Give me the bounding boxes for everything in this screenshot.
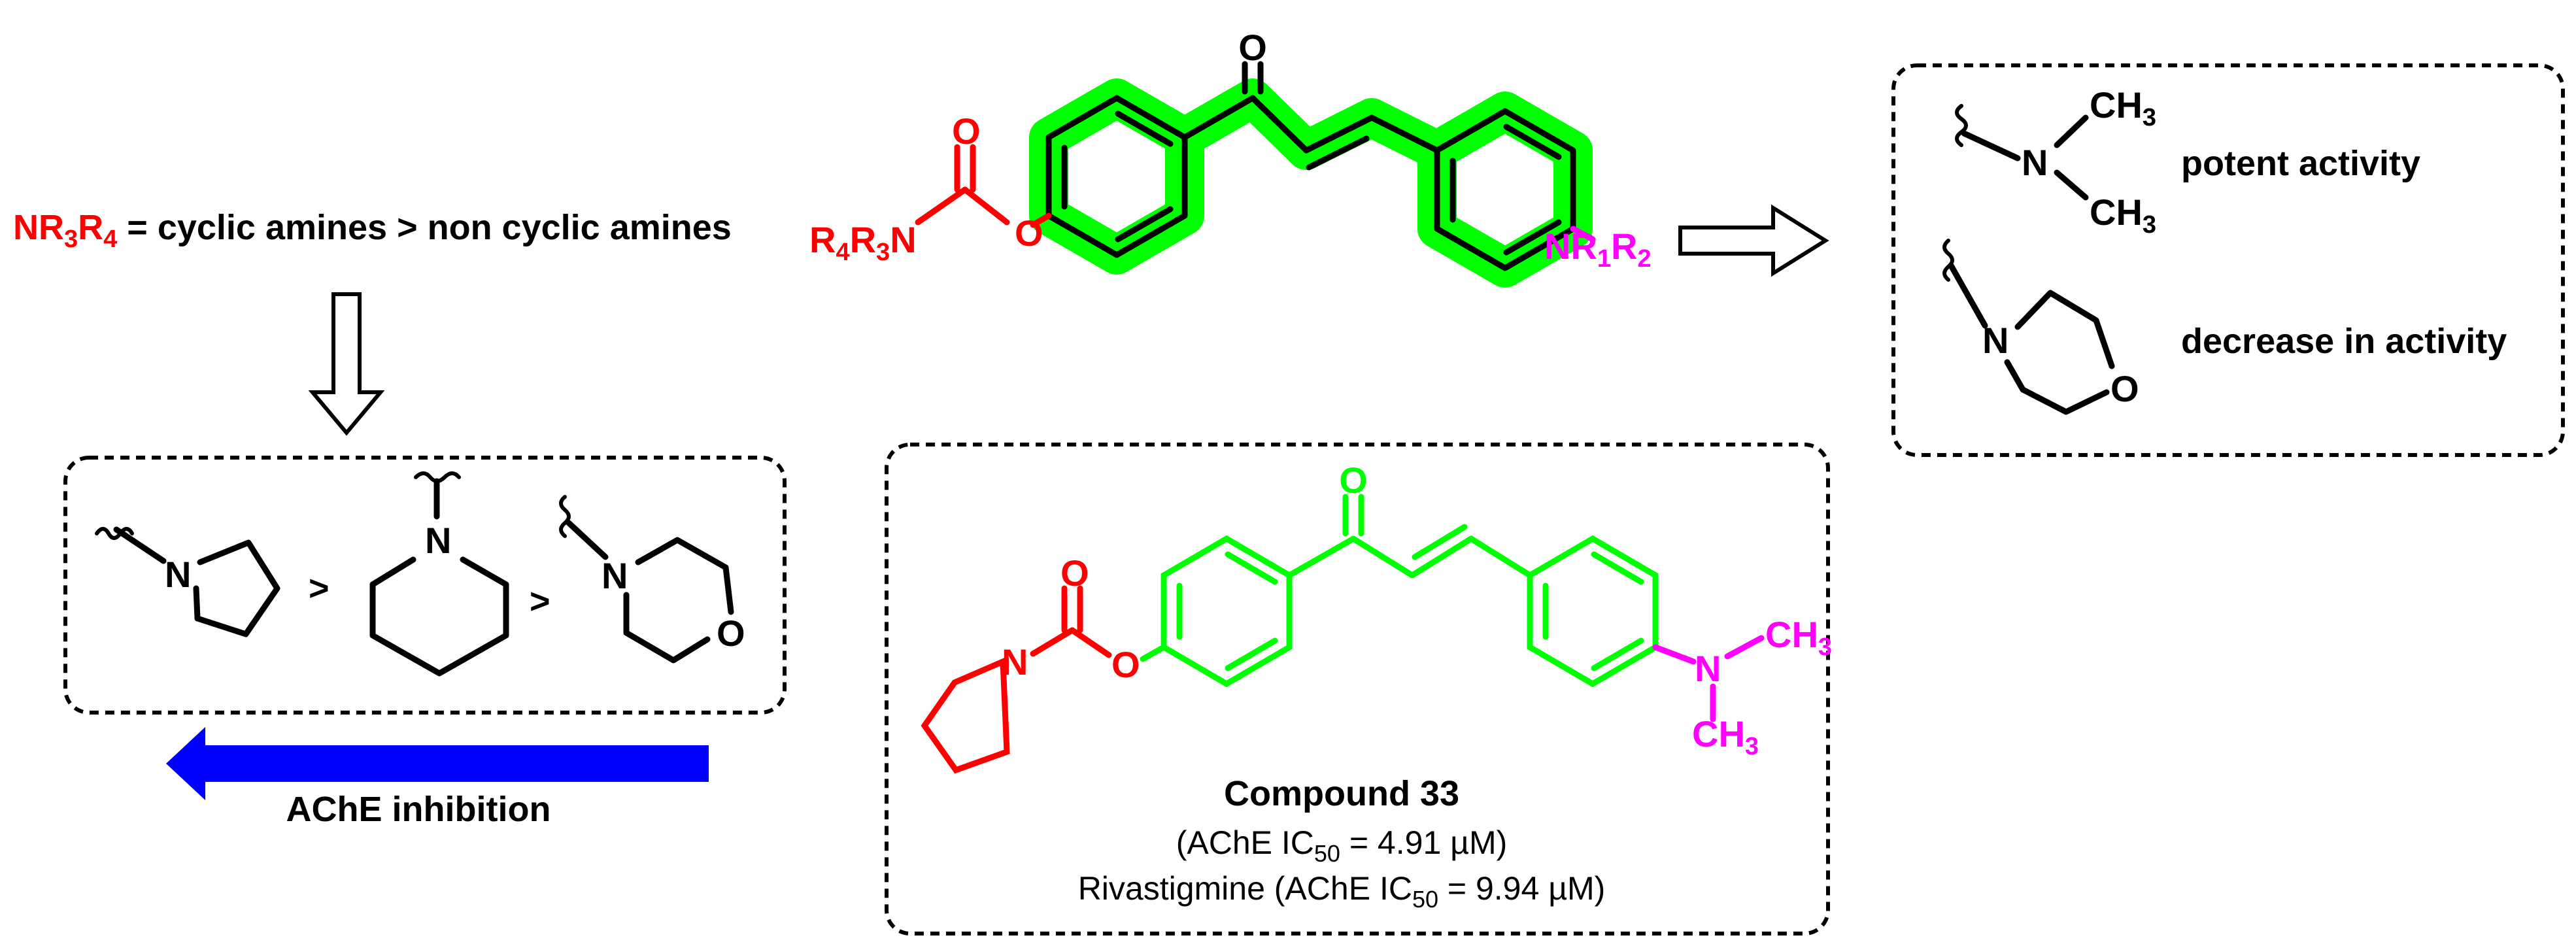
compound-ring-b — [1527, 535, 1659, 688]
activity-box: N CH3 CH3 potent activity N O decrease i… — [1891, 63, 2565, 457]
order-separator-2: > — [530, 582, 551, 621]
compound-ic50: (AChE IC50 = 4.91 µM) — [1176, 824, 1508, 867]
order-amine3-o: O — [717, 613, 745, 654]
core-left-amine-label: R4R3N — [809, 219, 917, 266]
core-carbonyl-oxygen: O — [1238, 27, 1267, 68]
compound-ch3-top: CH3 — [1765, 614, 1832, 661]
order-separator-1: > — [309, 569, 330, 608]
activity-morpholine-o: O — [2110, 368, 2139, 409]
decrease-activity-label: decrease in activity — [2181, 322, 2507, 361]
compound-amine-n: N — [1695, 648, 1721, 689]
core-right-amine-label: NR1R2 — [1544, 226, 1652, 273]
amine-rule-text: NR3R4 = cyclic amines > non cyclic amine… — [13, 208, 732, 253]
compound-pyrrolidine-n: N — [1002, 641, 1028, 683]
potent-activity-label: potent activity — [2181, 144, 2420, 183]
compound-carbonyl-oxygen: O — [1339, 460, 1368, 501]
order-amine1-n: N — [165, 554, 191, 595]
compound-ch3-bottom: CH3 — [1692, 713, 1759, 760]
core-carbamate-carbonyl-oxygen: O — [952, 110, 981, 152]
core-carbamate-ring-oxygen: O — [1015, 212, 1043, 254]
chalcone-core-structure: O NR1R2 O O R4R3N — [809, 27, 1652, 288]
order-amine2-n: N — [425, 520, 451, 561]
amine-order-box: N > N > N O — [63, 456, 787, 715]
chalcone-highlight — [1029, 78, 1593, 288]
left-blue-arrow-icon — [166, 727, 709, 800]
ache-inhibition-label: AChE inhibition — [286, 790, 551, 829]
reference-ic50: Rivastigmine (AChE IC50 = 9.94 µM) — [1078, 870, 1606, 913]
compound-33-box: N O O O N CH3 CH3 Comp — [885, 443, 1832, 936]
right-hollow-arrow-icon — [1678, 204, 1829, 277]
compound-ring-a — [1161, 535, 1293, 688]
activity-ch3-top: CH3 — [2090, 84, 2156, 131]
activity-dimethyl-n: N — [2022, 142, 2048, 183]
compound-name: Compound 33 — [1224, 774, 1459, 813]
piperidine-structure: N — [369, 471, 509, 677]
down-hollow-arrow-icon — [308, 292, 385, 436]
morpholine-structure: N O — [559, 495, 745, 664]
compound-carbamate-ring-oxygen: O — [1111, 644, 1140, 685]
compound-carbamate-carbonyl-oxygen: O — [1060, 552, 1089, 594]
activity-morpholine-n: N — [1982, 320, 2008, 361]
activity-ch3-bottom: CH3 — [2090, 192, 2156, 239]
order-amine3-n: N — [602, 555, 628, 596]
pyrrolidine-structure: N — [95, 526, 280, 637]
compound-pyrrolidine — [921, 657, 1010, 774]
